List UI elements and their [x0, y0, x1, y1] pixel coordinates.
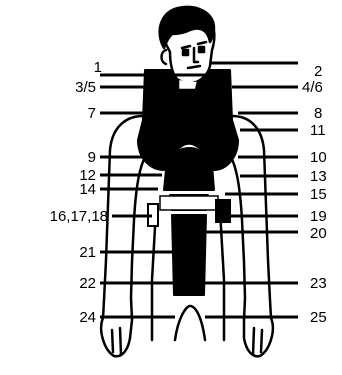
labels-left: 1 3/5 7 9 12 14 16,17,18 21 22 24	[50, 59, 108, 326]
label-10: 10	[310, 149, 327, 166]
label-3-5: 3/5	[75, 79, 96, 96]
label-14: 14	[79, 181, 96, 198]
belt	[160, 196, 218, 210]
label-4-6: 4/6	[302, 79, 323, 96]
label-7: 7	[88, 105, 96, 122]
labels-right: 2 4/6 8 11 10 13 15 19 20 23 25	[302, 63, 327, 326]
right-hand	[244, 318, 273, 356]
label-21: 21	[79, 244, 96, 261]
label-13: 13	[310, 168, 327, 185]
label-1: 1	[94, 59, 102, 76]
right-pocket	[216, 200, 230, 222]
label-19: 19	[310, 208, 327, 225]
label-15: 15	[310, 186, 327, 203]
label-9: 9	[88, 149, 96, 166]
label-22: 22	[79, 275, 96, 292]
label-20: 20	[310, 225, 327, 242]
left-hand	[101, 318, 132, 356]
label-23: 23	[310, 275, 327, 292]
label-2: 2	[314, 63, 322, 80]
label-25: 25	[310, 309, 327, 326]
label-16-17-18: 16,17,18	[50, 208, 108, 225]
label-11: 11	[310, 122, 326, 139]
label-24: 24	[79, 309, 96, 326]
label-8: 8	[314, 105, 322, 122]
